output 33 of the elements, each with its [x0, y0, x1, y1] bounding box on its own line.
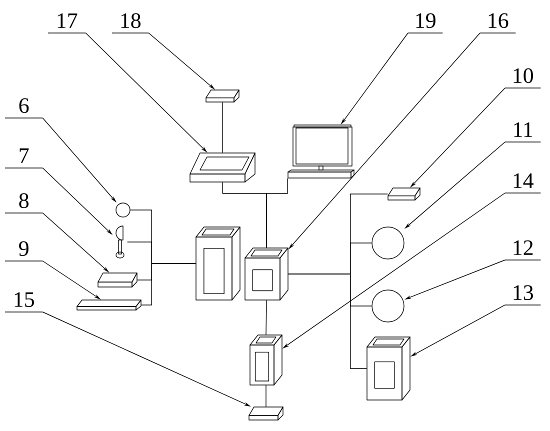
wire — [288, 274, 367, 369]
device-box — [250, 334, 282, 386]
callout-number: 12 — [504, 240, 542, 260]
callout-number: 11 — [504, 122, 542, 142]
laptop — [288, 124, 354, 178]
flat-device — [76, 300, 142, 310]
flat-device — [388, 188, 420, 200]
callout-number: 6 — [4, 98, 44, 118]
callout-number: 9 — [4, 241, 44, 262]
device-box — [196, 226, 240, 300]
wire — [141, 263, 196, 306]
round-device — [372, 226, 404, 260]
flat-device — [248, 406, 284, 420]
callout-number: 15 — [4, 292, 44, 312]
wire — [222, 102, 223, 153]
tablet — [190, 152, 256, 182]
flat-device — [98, 272, 138, 288]
lamp — [116, 226, 124, 258]
callout-number: 7 — [4, 148, 44, 168]
round-device — [372, 290, 404, 322]
callout-number: 16 — [480, 13, 516, 34]
round-device — [116, 202, 130, 218]
callout-number: 18 — [112, 13, 150, 34]
callout-number: 14 — [504, 173, 542, 194]
callout-number: 8 — [4, 193, 44, 214]
callout-number: 13 — [504, 285, 542, 306]
wire — [266, 178, 288, 248]
flat-device — [206, 90, 240, 102]
callout-number: 10 — [504, 68, 542, 88]
device-box — [366, 336, 410, 400]
device-box — [244, 248, 288, 300]
callout-number: 17 — [48, 13, 86, 34]
callout-number: 19 — [408, 13, 444, 34]
